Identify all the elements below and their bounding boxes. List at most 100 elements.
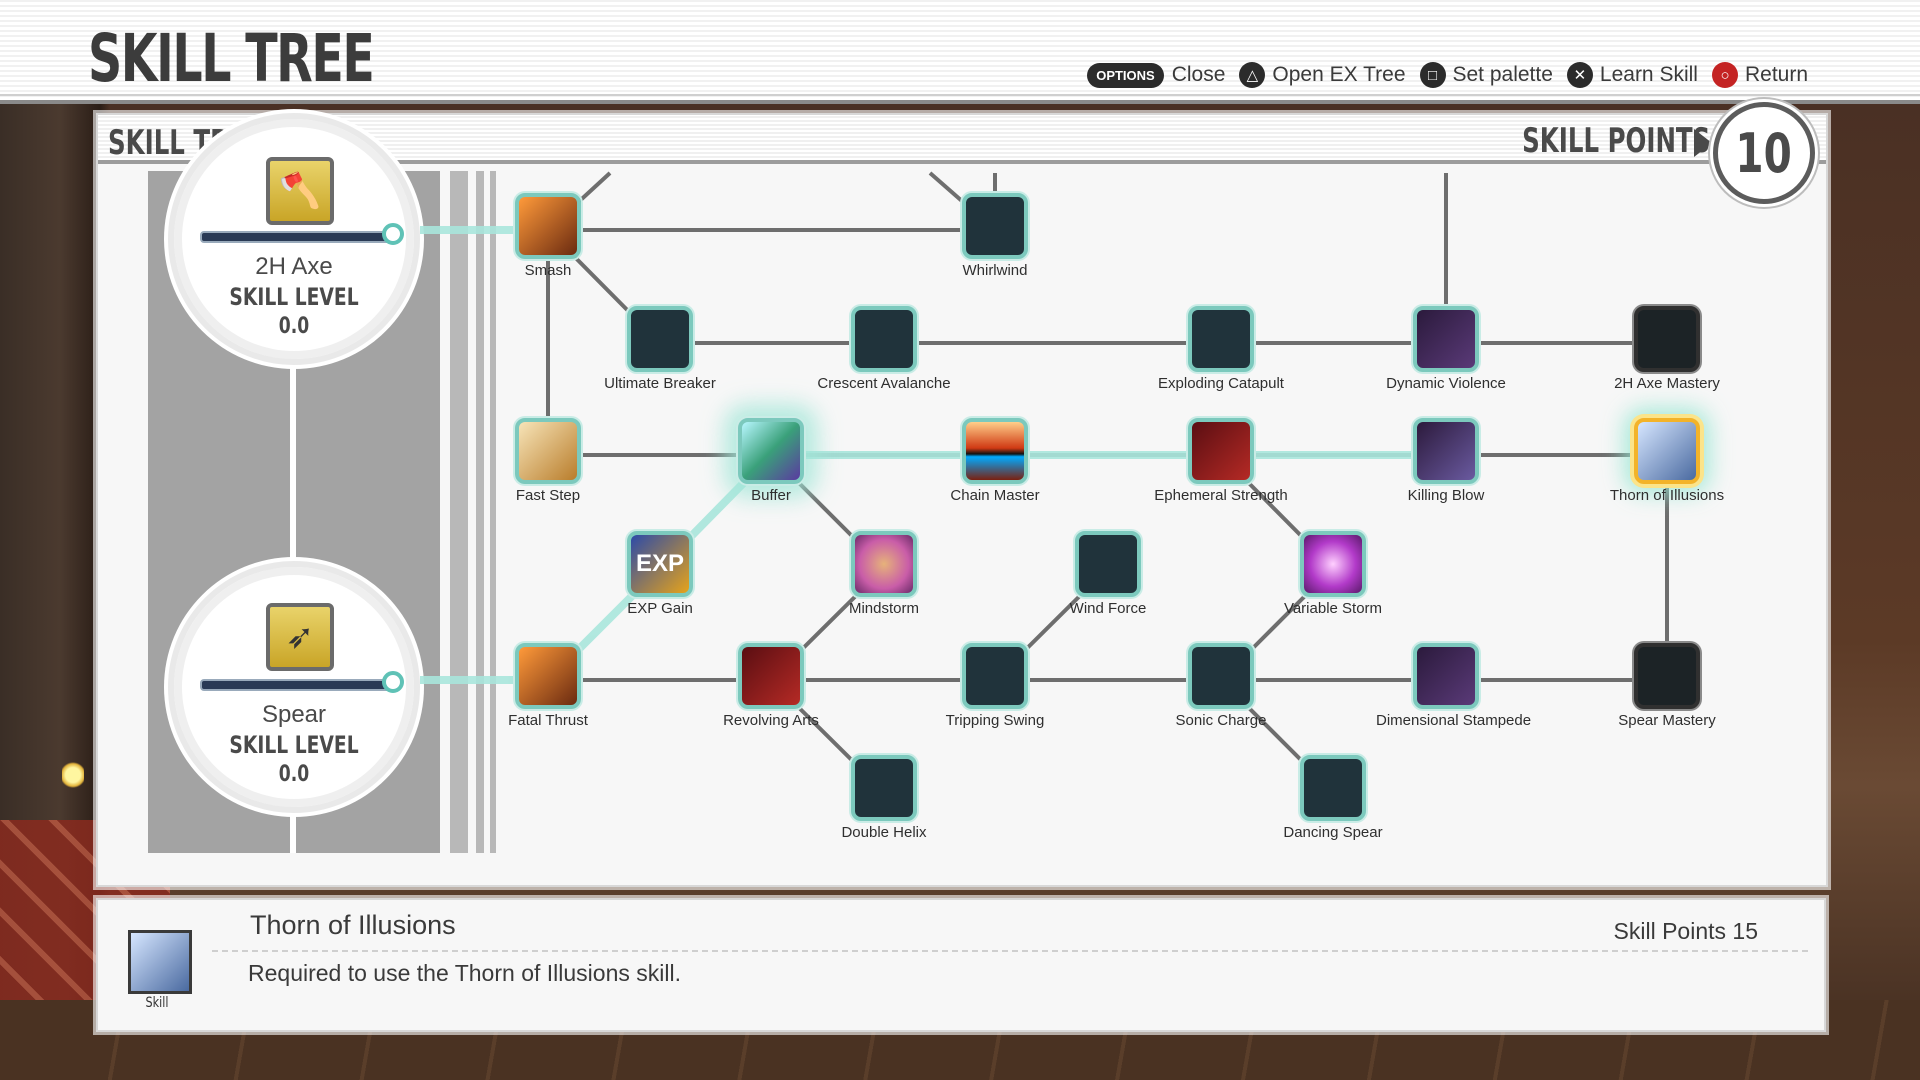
ephemeral-strength-icon	[1188, 418, 1254, 484]
skill-label: Crescent Avalanche	[817, 375, 951, 392]
skill-node-killing-blow[interactable]: Killing Blow	[1376, 418, 1516, 504]
skill-label: 2H Axe Mastery	[1614, 375, 1720, 392]
skill-points-counter: 10	[1713, 102, 1815, 204]
skill-points-label: SKILL POINTS	[1521, 121, 1710, 161]
dynamic-violence-icon	[1413, 306, 1479, 372]
2h-axe-mastery-icon	[1634, 306, 1700, 372]
skill-level-bar	[200, 679, 394, 691]
skill-label: EXP Gain	[627, 600, 693, 617]
skill-label: Smash	[524, 262, 572, 279]
weapon-spear[interactable]: ➶ Spear SKILL LEVEL 0.0	[168, 561, 420, 813]
divider	[212, 950, 1808, 952]
hint-set-palette[interactable]: □ Set palette	[1419, 62, 1553, 88]
variable-storm-icon	[1300, 531, 1366, 597]
hint-close[interactable]: OPTIONS Close	[1087, 62, 1226, 88]
skill-label: Ultimate Breaker	[604, 375, 716, 392]
skill-level-label: SKILL LEVEL	[229, 283, 359, 311]
double-helix-icon	[851, 755, 917, 821]
whirlwind-icon	[962, 193, 1028, 259]
triangle-button-icon: △	[1239, 62, 1266, 88]
skill-label: Double Helix	[841, 824, 927, 841]
skill-node-buffer[interactable]: Buffer	[701, 418, 841, 504]
mindstorm-icon	[851, 531, 917, 597]
skill-node-ultimate-breaker[interactable]: Ultimate Breaker	[590, 306, 730, 392]
skill-node-dimensional-stampede[interactable]: Dimensional Stampede	[1376, 643, 1532, 729]
bar-end-node	[382, 671, 404, 693]
hint-close-label: Close	[1171, 63, 1226, 86]
crescent-avalanche-icon	[851, 306, 917, 372]
skill-label: Tripping Swing	[945, 712, 1045, 729]
skill-node-sonic-charge[interactable]: Sonic Charge	[1151, 643, 1291, 729]
smash-icon	[515, 193, 581, 259]
skill-label: Sonic Charge	[1175, 712, 1267, 729]
exp-gain-icon: EXP	[627, 531, 693, 597]
dancing-spear-icon	[1300, 755, 1366, 821]
hint-return-label: Return	[1744, 63, 1808, 86]
hint-learn-skill[interactable]: ✕ Learn Skill	[1566, 62, 1698, 88]
skill-level-label: SKILL LEVEL	[229, 731, 359, 759]
ultimate-breaker-icon	[627, 306, 693, 372]
sonic-charge-icon	[1188, 643, 1254, 709]
button-hints: OPTIONS Close △ Open EX Tree □ Set palet…	[1073, 62, 1808, 88]
thorn-of-illusions-icon	[128, 930, 192, 994]
skill-node-revolving-arts[interactable]: Revolving Arts	[701, 643, 841, 729]
hint-open-ex-tree[interactable]: △ Open EX Tree	[1239, 62, 1406, 88]
panel-header: SKILL TREE SKILL POINTS	[98, 115, 1826, 164]
options-button-icon: OPTIONS	[1087, 62, 1164, 88]
arrow-right-icon	[1694, 129, 1712, 157]
square-button-icon: □	[1419, 62, 1446, 88]
skill-label: Chain Master	[950, 487, 1040, 504]
skill-node-variable-storm[interactable]: Variable Storm	[1263, 531, 1403, 617]
hint-set-palette-label: Set palette	[1452, 63, 1553, 86]
skill-label: Fast Step	[515, 487, 581, 504]
skill-node-tripping-swing[interactable]: Tripping Swing	[925, 643, 1065, 729]
weapon-connector-line	[290, 171, 296, 853]
circle-button-icon: ○	[1711, 62, 1738, 88]
skill-label: Dimensional Stampede	[1376, 712, 1532, 729]
skill-label: Variable Storm	[1283, 600, 1383, 617]
skill-node-crescent-avalanche[interactable]: Crescent Avalanche	[814, 306, 954, 392]
skill-node-exp-gain[interactable]: EXP EXP Gain	[590, 531, 730, 617]
skill-node-spear-mastery[interactable]: Spear Mastery	[1597, 643, 1737, 729]
skill-kind: Skill	[145, 995, 169, 1011]
hint-learn-skill-label: Learn Skill	[1599, 63, 1698, 86]
selected-skill-name: Thorn of Illusions	[250, 910, 456, 940]
cross-button-icon: ✕	[1566, 62, 1593, 88]
skill-node-exploding-catapult[interactable]: Exploding Catapult	[1151, 306, 1291, 392]
skill-label: Thorn of Illusions	[1609, 487, 1725, 504]
skill-node-dancing-spear[interactable]: Dancing Spear	[1263, 755, 1403, 841]
spear-mastery-icon	[1634, 643, 1700, 709]
skill-node-2h-axe-mastery[interactable]: 2H Axe Mastery	[1597, 306, 1737, 392]
tripping-swing-icon	[962, 643, 1028, 709]
weapon-2h-axe[interactable]: 🪓 2H Axe SKILL LEVEL 0.0	[168, 113, 420, 365]
selected-skill-description: Required to use the Thorn of Illusions s…	[248, 960, 681, 986]
skill-node-double-helix[interactable]: Double Helix	[814, 755, 954, 841]
killing-blow-icon	[1413, 418, 1479, 484]
skill-level-value: 0.0	[278, 314, 310, 339]
skill-points-value: 10	[1735, 121, 1793, 185]
chain-master-icon	[962, 418, 1028, 484]
skill-label: Whirlwind	[962, 262, 1028, 279]
skill-label: Dynamic Violence	[1386, 375, 1506, 392]
skill-node-thorn-of-illusions[interactable]: Thorn of Illusions	[1597, 418, 1737, 504]
skill-node-whirlwind[interactable]: Whirlwind	[925, 193, 1065, 279]
skill-node-wind-force[interactable]: Wind Force	[1038, 531, 1178, 617]
revolving-arts-icon	[738, 643, 804, 709]
skill-node-fast-step[interactable]: Fast Step	[478, 418, 618, 504]
skill-node-fatal-thrust[interactable]: Fatal Thrust	[478, 643, 618, 729]
fast-step-icon	[515, 418, 581, 484]
skill-node-chain-master[interactable]: Chain Master	[925, 418, 1065, 504]
spear-icon: ➶	[266, 603, 334, 671]
skill-node-smash[interactable]: Smash	[478, 193, 618, 279]
skill-label: Killing Blow	[1407, 487, 1485, 504]
page-title: SKILL TREE	[88, 20, 375, 97]
skill-node-ephemeral-strength[interactable]: Ephemeral Strength	[1151, 418, 1291, 504]
lamp	[62, 760, 84, 790]
skill-label: Exploding Catapult	[1158, 375, 1284, 392]
skill-node-dynamic-violence[interactable]: Dynamic Violence	[1376, 306, 1516, 392]
skill-node-mindstorm[interactable]: Mindstorm	[814, 531, 954, 617]
bar-end-node	[382, 223, 404, 245]
skill-level-bar	[200, 231, 394, 243]
dimensional-stampede-icon	[1413, 643, 1479, 709]
hint-return[interactable]: ○ Return	[1711, 62, 1808, 88]
